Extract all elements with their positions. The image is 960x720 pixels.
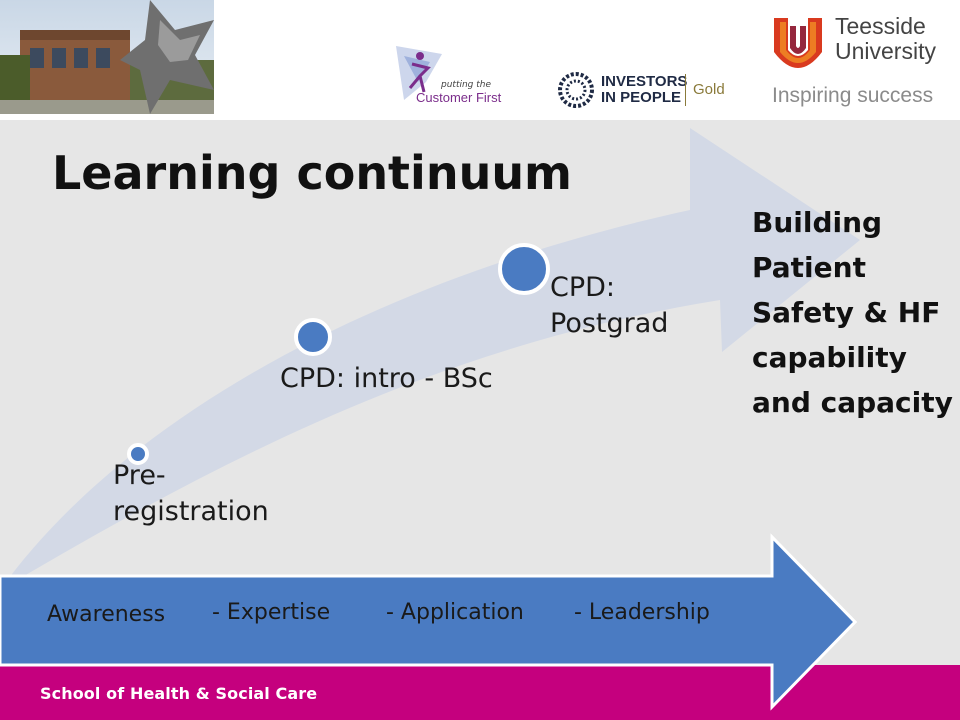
investors-level: Gold <box>693 81 725 98</box>
investors-divider <box>685 74 686 106</box>
university-u-icon <box>774 18 822 68</box>
teesside-tagline: Inspiring success <box>772 84 934 107</box>
investors-line2: IN PEOPLE <box>601 89 682 106</box>
footer-school-name: School of Health & Social Care <box>40 684 318 703</box>
customer-first-star-icon <box>396 46 442 100</box>
progression-leadership: - Leadership <box>574 600 710 625</box>
teesside-line1: Teesside <box>835 13 926 39</box>
stage-dot-cpd-postgrad <box>498 243 550 295</box>
stage-dot-pre-registration <box>127 443 149 465</box>
laurel-wreath-icon <box>558 72 594 108</box>
customer-first-line1: putting the <box>441 80 492 90</box>
teesside-line2: University <box>835 38 936 64</box>
investors-line1: INVESTORS <box>601 73 688 90</box>
stage-label-cpd-postgrad: CPD: Postgrad <box>550 272 669 339</box>
progression-awareness: Awareness <box>47 602 166 627</box>
progression-arrow-overlay <box>0 533 858 711</box>
customer-first-line2: Customer First <box>416 90 502 105</box>
progression-expertise: - Expertise <box>212 600 331 625</box>
stage-label-pre-registration: Pre- registration <box>113 460 269 527</box>
goal-statement: Building Patient Safety & HF capability … <box>752 206 953 419</box>
continuum-curved-arrow <box>0 128 860 590</box>
progression-application: - Application <box>386 600 524 625</box>
stage-dot-cpd-intro <box>294 318 332 356</box>
slide-header: putting the Customer First INVESTORS IN … <box>0 0 960 120</box>
campus-photo <box>0 0 214 114</box>
slide-title: Learning continuum <box>52 146 572 200</box>
stage-label-cpd-intro: CPD: intro - BSc <box>280 363 493 394</box>
